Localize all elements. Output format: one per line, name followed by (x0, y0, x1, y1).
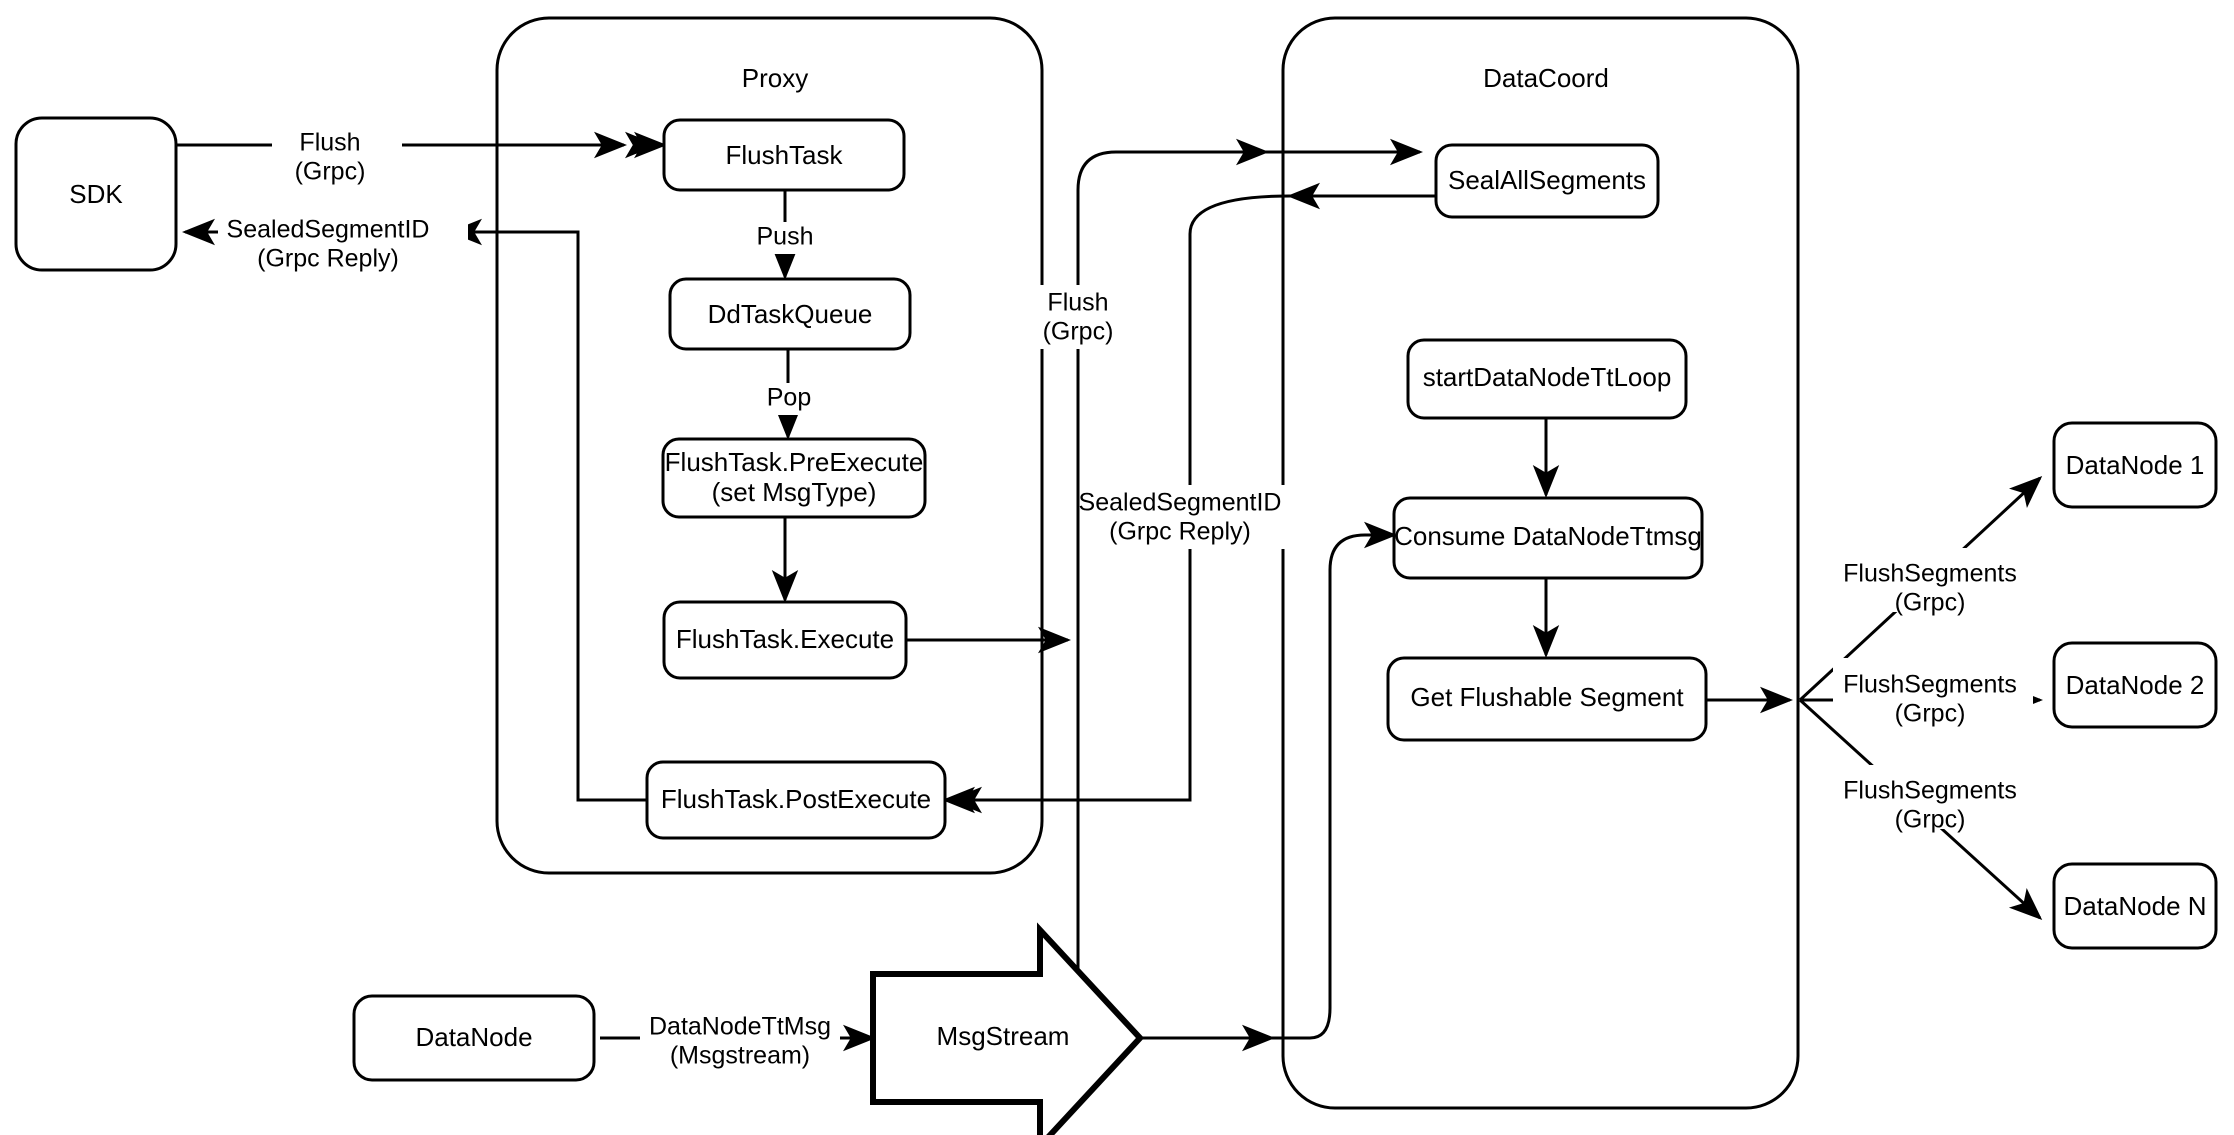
flush-task-box[interactable] (662, 118, 906, 192)
push-label: Push (757, 223, 814, 251)
node-dd-task-queue[interactable]: DdTaskQueue (668, 277, 912, 351)
flush-grpc-label-line2: (Grpc) (295, 158, 366, 186)
edge-label-bg-6 (1833, 548, 2033, 612)
proxy-container-label: Proxy (742, 63, 808, 93)
flushsegments-n-label-line1: FlushSegments (1843, 777, 2017, 805)
sealedsegmentid-label-line2: (Grpc Reply) (257, 245, 399, 273)
edge-postexecute-to-left-rail (576, 260, 652, 802)
edge-label-datanode-ttmsg: DataNodeTtMsg (Msgstream) (640, 1010, 840, 1074)
edge-flush-rail-to-datacoord (1076, 138, 1269, 640)
get-flushable-segment-label: Get Flushable Segment (1410, 682, 1684, 712)
sealedsegmentid-coord-label-line1: SealedSegmentID (1079, 489, 1282, 517)
consume-datanode-ttmsg-box[interactable] (1392, 496, 1704, 580)
datanode-1-box[interactable] (2052, 421, 2218, 509)
node-seal-all-segments[interactable]: SealAllSegments (1434, 143, 1660, 219)
dd-task-queue-label: DdTaskQueue (708, 299, 873, 329)
edge-label-flushsegments-2: FlushSegments (Grpc) (1833, 658, 2033, 728)
sdk-label: SDK (69, 179, 123, 209)
datanode-source-box[interactable] (352, 994, 596, 1082)
flushsegments-2-label-line2: (Grpc) (1895, 700, 1966, 728)
datanode-1-label: DataNode 1 (2066, 450, 2205, 480)
node-sdk[interactable]: SDK (14, 116, 178, 272)
flushsegments-1-label-line2: (Grpc) (1895, 589, 1966, 617)
msgstream-arrow-shape[interactable] (870, 922, 1145, 1135)
node-consume-datanode-ttmsg[interactable]: Consume DataNodeTtmsg (1392, 496, 1704, 580)
sealedsegmentid-label-line1: SealedSegmentID (227, 216, 430, 244)
node-datanode-2[interactable]: DataNode 2 (2052, 641, 2218, 729)
edge-label-sdk-to-proxy: Flush (Grpc) (272, 125, 402, 189)
node-start-datanode-tt-loop[interactable]: startDataNodeTtLoop (1406, 338, 1688, 420)
edge-label-proxy-to-coord: Flush (Grpc) (1020, 285, 1138, 349)
start-datanode-tt-loop-box[interactable] (1406, 338, 1688, 420)
datanode-ttmsg-label-line2: (Msgstream) (670, 1042, 810, 1070)
seal-all-segments-box[interactable] (1434, 143, 1660, 219)
datanode-ttmsg-label-line1: DataNodeTtMsg (649, 1013, 831, 1041)
flush-grpc-label-line1: Flush (299, 129, 360, 157)
node-get-flushable-segment[interactable]: Get Flushable Segment (1386, 656, 1708, 742)
node-datanode-n[interactable]: DataNode N (2052, 862, 2218, 950)
flush-coord-label-line1: Flush (1047, 289, 1108, 317)
datanode-2-label: DataNode 2 (2066, 670, 2205, 700)
flush-coord-label-line2: (Grpc) (1043, 318, 1114, 346)
pop-label: Pop (767, 384, 811, 412)
datacoord-container-label: DataCoord (1483, 63, 1609, 93)
edge-label-bg-7 (1833, 658, 2033, 722)
execute-box[interactable] (662, 600, 908, 680)
edge-label-coord-to-proxy: SealedSegmentID (Grpc Reply) (1079, 485, 1300, 549)
execute-label: FlushTask.Execute (676, 624, 894, 654)
edge-label-bg-pop (750, 383, 828, 415)
edge-label-bg-1 (272, 125, 402, 189)
sealedsegmentid-coord-label-line2: (Grpc Reply) (1109, 518, 1251, 546)
msgstream-label: MsgStream (937, 1021, 1070, 1051)
edge-label-proxy-to-sdk: SealedSegmentID (Grpc Reply) (218, 213, 468, 277)
edge-label-bg-3 (1020, 285, 1138, 349)
preexecute-label-line1: FlushTask.PreExecute (665, 447, 924, 477)
node-datanode-source[interactable]: DataNode (352, 994, 596, 1082)
node-datanode-1[interactable]: DataNode 1 (2052, 421, 2218, 509)
edge-label-bg-push (742, 222, 828, 254)
consume-datanode-ttmsg-label: Consume DataNodeTtmsg (1394, 521, 1702, 551)
get-flushable-segment-box[interactable] (1386, 656, 1708, 742)
datanode-n-label: DataNode N (2063, 891, 2206, 921)
preexecute-box[interactable] (661, 437, 927, 519)
node-flushtask-postexecute[interactable]: FlushTask.PostExecute (645, 760, 947, 840)
datanode-source-label: DataNode (415, 1022, 532, 1052)
start-datanode-tt-loop-label: startDataNodeTtLoop (1423, 362, 1672, 392)
edge-label-push: Push (742, 222, 828, 254)
edge-label-flushsegments-n: FlushSegments (Grpc) (1833, 765, 2033, 834)
edge-label-bg-8 (1833, 765, 2033, 829)
edge-label-bg-4 (1088, 485, 1300, 549)
seal-all-segments-label: SealAllSegments (1448, 165, 1646, 195)
flushsegments-1-label-line1: FlushSegments (1843, 560, 2017, 588)
flush-task-label: FlushTask (725, 140, 843, 170)
datanode-2-box[interactable] (2052, 641, 2218, 729)
flushsegments-2-label-line1: FlushSegments (1843, 671, 2017, 699)
node-msgstream[interactable]: MsgStream (870, 922, 1145, 1135)
edge-label-bg-2 (218, 213, 468, 277)
node-flush-task[interactable]: FlushTask (662, 118, 906, 192)
datanode-n-box[interactable] (2052, 862, 2218, 950)
edge-label-pop: Pop (750, 383, 828, 415)
node-flushtask-execute[interactable]: FlushTask.Execute (662, 600, 908, 680)
node-flushtask-preexecute[interactable]: FlushTask.PreExecute (set MsgType) (661, 437, 927, 519)
sdk-box[interactable] (14, 116, 178, 272)
dd-task-queue-box[interactable] (668, 277, 912, 351)
edge-left-rail-to-sdk-line (449, 218, 580, 260)
edge-datacoord-rail-to-consume (1272, 521, 1397, 1040)
preexecute-label-line2: (set MsgType) (712, 477, 877, 507)
flushsegments-n-label-line2: (Grpc) (1895, 806, 1966, 834)
edge-reply-rail-to-postexecute (949, 194, 1291, 814)
edge-label-flushsegments-1: FlushSegments (Grpc) (1833, 548, 2033, 617)
edge-label-bg-5 (640, 1010, 840, 1074)
postexecute-box[interactable] (645, 760, 947, 840)
postexecute-label: FlushTask.PostExecute (661, 784, 931, 814)
